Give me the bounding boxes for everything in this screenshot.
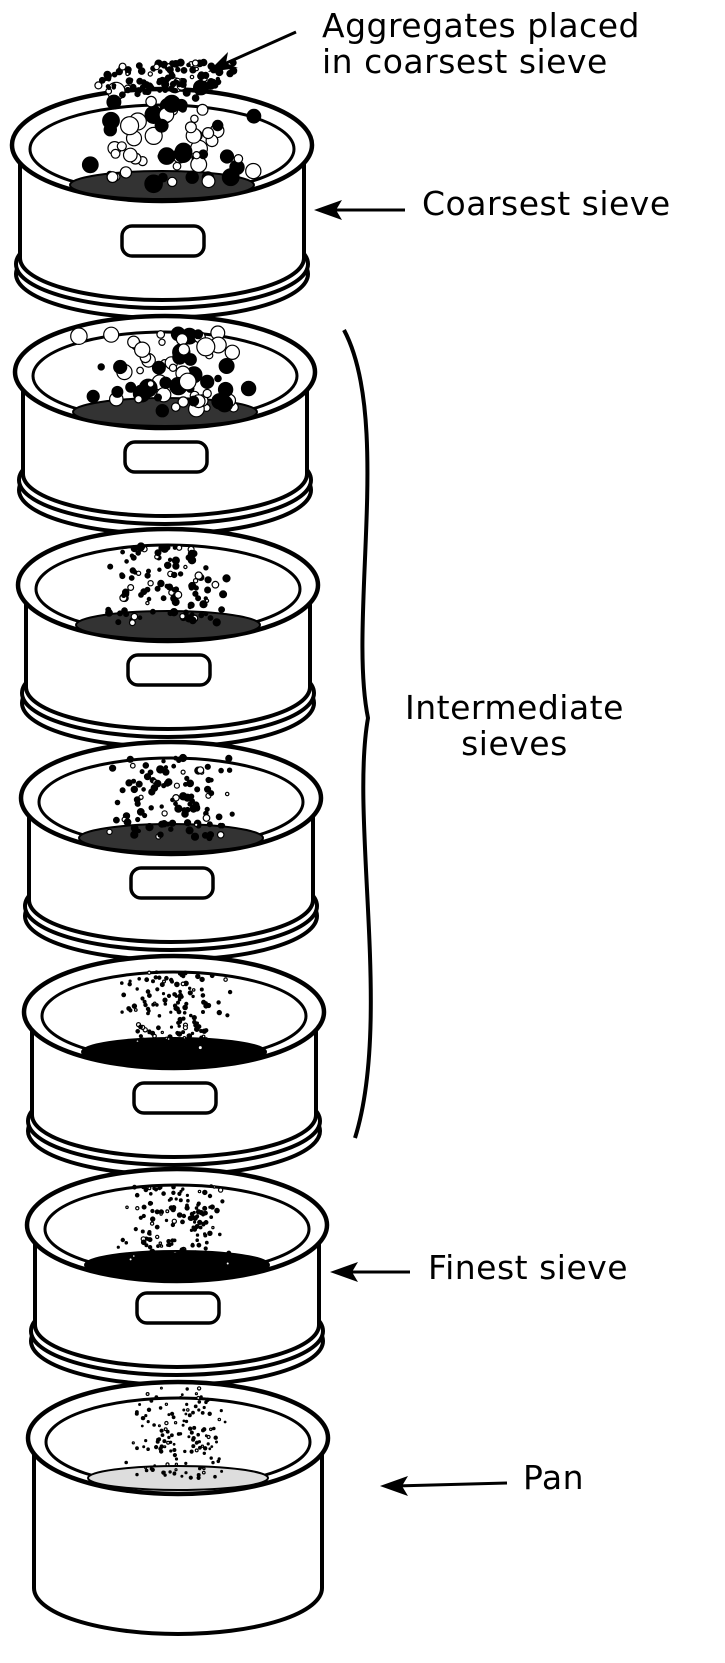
pan-bottom bbox=[88, 1466, 268, 1490]
aggregates-arrow bbox=[208, 32, 296, 72]
coarsest-arrow bbox=[314, 200, 405, 220]
sieve-6-finest bbox=[27, 1169, 327, 1385]
sieve-handle-slot bbox=[122, 226, 204, 256]
sieve-2-intermediate bbox=[15, 316, 315, 534]
finest-sieve-label: Finest sieve bbox=[428, 1250, 628, 1286]
aggregates-label: Aggregates placed in coarsest sieve bbox=[322, 8, 640, 81]
sieve-mesh bbox=[82, 1038, 266, 1066]
sieve-handle-slot bbox=[137, 1293, 219, 1323]
finest-arrow bbox=[330, 1262, 410, 1282]
sieve-handle-slot bbox=[125, 442, 207, 472]
sieve-5-intermediate bbox=[24, 956, 324, 1175]
sieve-handle-slot bbox=[128, 655, 210, 685]
sieve-4-intermediate bbox=[21, 742, 321, 960]
sieve-handle-slot bbox=[131, 868, 213, 898]
intermediate-label-line2: sieves bbox=[405, 726, 624, 762]
coarsest-sieve-label: Coarsest sieve bbox=[422, 186, 671, 222]
intermediate-sieves-label: Intermediate sieves bbox=[405, 690, 624, 763]
sieve-3-intermediate bbox=[18, 529, 318, 747]
aggregates-label-line2: in coarsest sieve bbox=[322, 44, 640, 80]
pan-label: Pan bbox=[523, 1460, 584, 1496]
sieve-1-coarsest bbox=[12, 78, 312, 318]
pan-arrow bbox=[380, 1476, 507, 1496]
sieve-mesh bbox=[76, 611, 260, 639]
intermediate-brace bbox=[344, 330, 371, 1138]
sieve-handle-slot bbox=[134, 1083, 216, 1113]
intermediate-label-line1: Intermediate bbox=[405, 690, 624, 726]
sieve-stack bbox=[12, 59, 328, 1634]
aggregates-label-line1: Aggregates placed bbox=[322, 8, 640, 44]
pan bbox=[28, 1382, 328, 1634]
